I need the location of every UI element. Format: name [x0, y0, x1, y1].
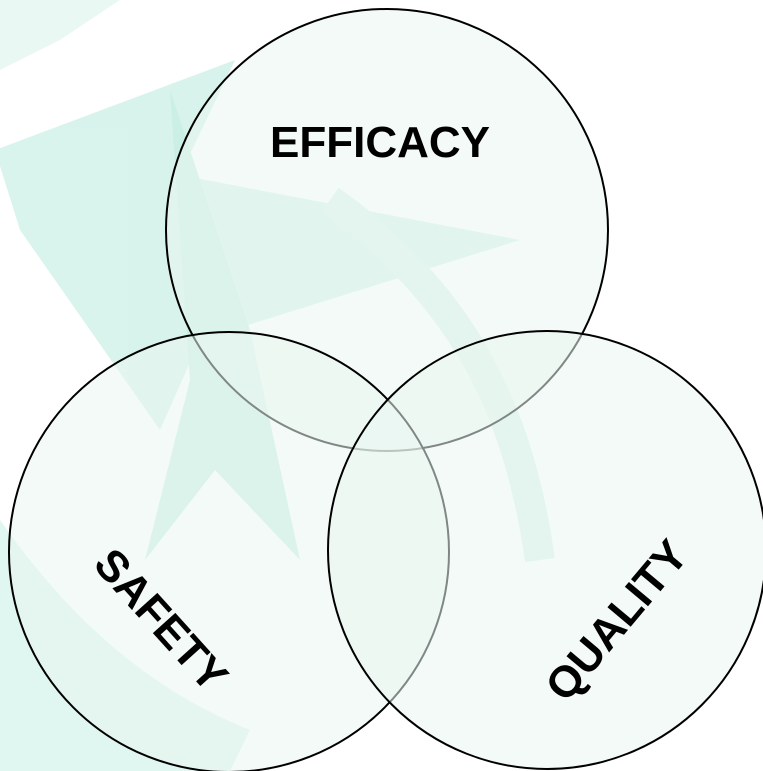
watermark-top-left: [0, 0, 120, 70]
efficacy-label: EFFICACY: [270, 118, 490, 167]
quality-circle: [327, 330, 763, 770]
